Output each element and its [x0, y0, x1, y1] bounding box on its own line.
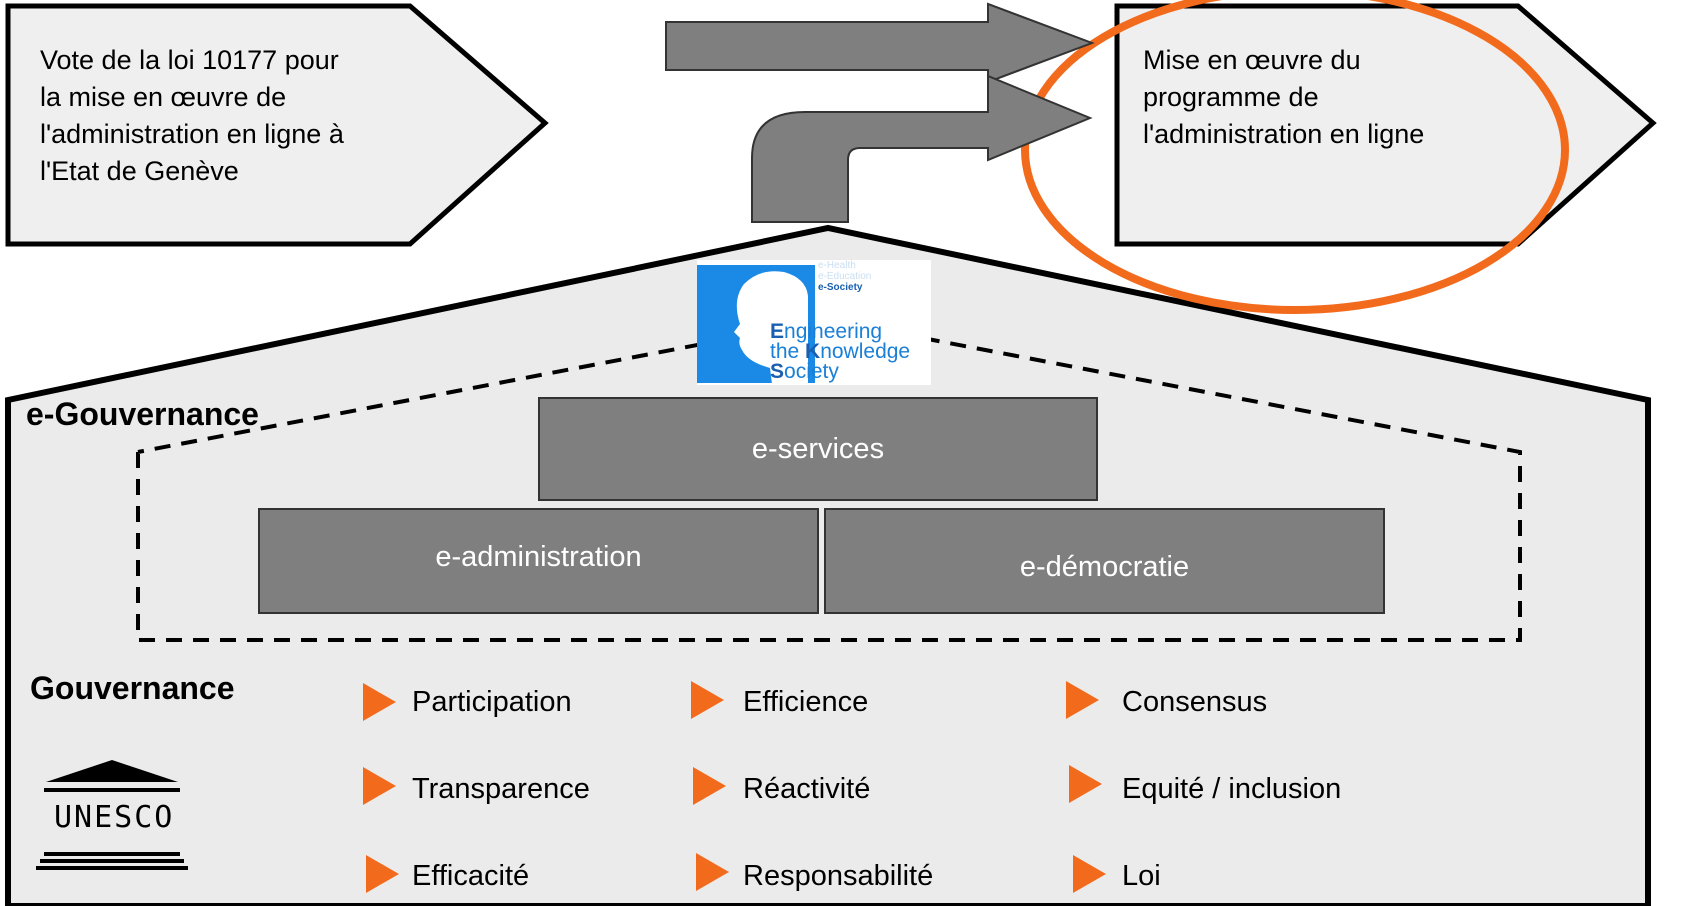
bullet-triangle-icon [691, 681, 724, 719]
block-e-administration: e-administration [258, 508, 819, 614]
left-arrow-shape [5, 3, 549, 247]
bullet-triangle-icon [693, 767, 726, 805]
bullet-triangle-icon [1066, 681, 1099, 719]
logo-tagline-line: e-Health [818, 260, 856, 271]
right-arrow-line: l'administration en ligne [1143, 119, 1425, 149]
logo-name-line: Society [770, 360, 910, 383]
straight-arrow [665, 2, 1095, 84]
bullet-triangle-icon [363, 767, 396, 805]
principle-item: Participation [412, 686, 572, 718]
bullet-triangle-icon [1073, 855, 1106, 893]
right-arrow-line: programme de [1143, 82, 1319, 112]
logo-rest: nowledge [820, 340, 911, 363]
bullet-triangle-icon [1069, 765, 1102, 803]
logo-tagline: e-Health e-Education e-Society [818, 260, 871, 293]
logo-cap: K [805, 340, 821, 363]
right-arrow-text: Mise en œuvre du programme de l'administ… [1143, 42, 1424, 153]
head-silhouette-icon [734, 271, 808, 384]
logo-tagline-line: e-Society [818, 282, 863, 293]
highlight-ellipse [1021, 0, 1569, 314]
principle-item: Efficacité [412, 860, 530, 892]
unesco-temple-icon [36, 760, 188, 870]
principle-item: Loi [1122, 860, 1161, 892]
principle-item: Transparence [412, 773, 590, 805]
logo-name-line: Engineering [770, 320, 910, 343]
logo-cap: S [770, 360, 785, 383]
left-arrow-text: Vote de la loi 10177 pour la mise en œuv… [40, 42, 344, 190]
logo-name: Engineering the Knowledge Society [770, 320, 911, 383]
e-gouvernance-heading: e-Gouvernance [26, 396, 259, 432]
logo-pre: the [770, 340, 806, 363]
logo-cap: E [770, 320, 785, 343]
gouvernance-heading: Gouvernance [30, 670, 235, 706]
principle-item: Efficience [743, 686, 869, 718]
principle-item: Responsabilité [743, 860, 934, 892]
unesco-logo-word: UNESCO [54, 800, 175, 835]
principle-item: Consensus [1122, 686, 1268, 718]
curved-arrow [751, 74, 1093, 223]
logo-tagline-line: e-Education [818, 271, 872, 282]
right-arrow-line: Mise en œuvre du [1143, 45, 1361, 75]
left-arrow-line: l'administration en ligne à [40, 119, 344, 149]
left-arrow-line: Vote de la loi 10177 pour [40, 45, 339, 75]
bullet-triangle-icon [363, 683, 396, 721]
block-e-democratie: e-démocratie [824, 508, 1385, 614]
principle-item: Réactivité [743, 773, 871, 805]
logo-rest: ngineering [784, 320, 883, 343]
left-arrow-line: la mise en œuvre de [40, 82, 287, 112]
left-arrow-line: l'Etat de Genève [40, 156, 239, 186]
principle-item: Equité / inclusion [1122, 773, 1342, 805]
bullet-triangle-icon [696, 853, 729, 891]
logo-rest: ociety [784, 360, 839, 383]
logo-name-line: the Knowledge [770, 340, 911, 363]
block-e-services: e-services [538, 397, 1098, 501]
bullet-triangle-icon [366, 855, 399, 893]
